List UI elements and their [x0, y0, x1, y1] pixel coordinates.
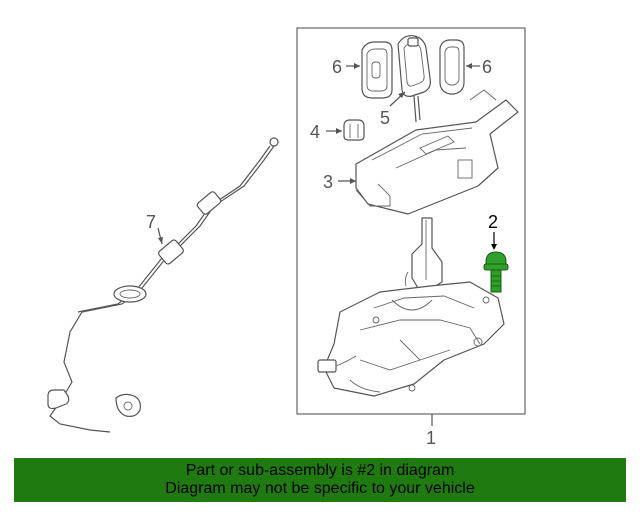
footer-line-2: Diagram may not be specific to your vehi…	[165, 480, 475, 497]
footer-line-1: Part or sub-assembly is #2 in diagram	[185, 462, 455, 479]
callout-1: 1	[426, 428, 436, 448]
parts-diagram: 1 6 5 6 4 3	[47, 27, 526, 448]
footer-banner: Part or sub-assembly is #2 in diagram Di…	[14, 458, 626, 502]
callout-3: 3	[323, 172, 333, 192]
callout-7: 7	[146, 212, 156, 232]
clip	[343, 119, 365, 141]
callout-4: 4	[310, 122, 320, 142]
knob-cover-left	[361, 41, 393, 99]
shift-knob	[397, 35, 431, 123]
callout-6-right: 6	[482, 57, 492, 77]
shift-cable	[47, 137, 279, 433]
assembly-box	[296, 27, 526, 415]
shifter-bezel	[355, 89, 519, 215]
shifter-assembly	[317, 217, 505, 397]
bolt-highlighted	[483, 251, 509, 293]
callout-6-left: 6	[332, 57, 342, 77]
knob-cover-right	[439, 39, 465, 95]
callout-2: 2	[488, 212, 498, 232]
callout-5: 5	[380, 108, 390, 128]
